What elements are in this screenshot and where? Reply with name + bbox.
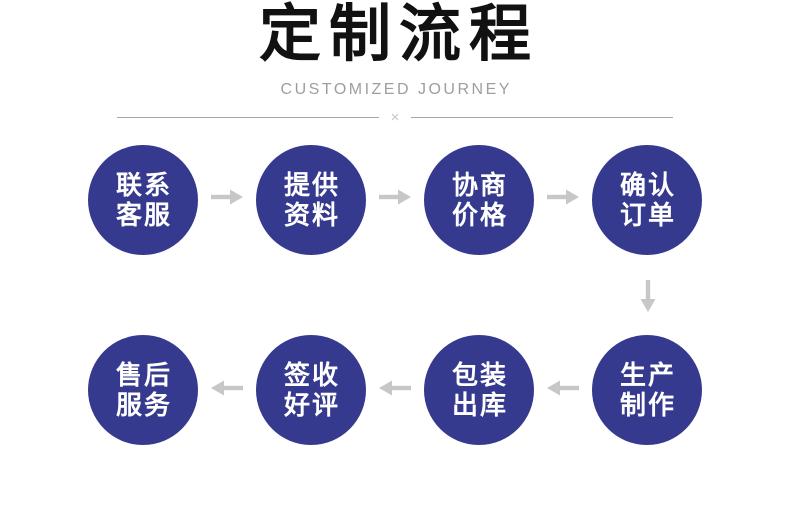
arrow-left-icon <box>211 380 243 396</box>
step-circle-production: 生产 制作 <box>592 335 702 445</box>
arrow-left-icon <box>379 380 411 396</box>
arrow-left-icon <box>547 380 579 396</box>
step-circle-pack-and-ship: 包装 出库 <box>424 335 534 445</box>
divider-line-right <box>411 117 674 118</box>
step-circle-contact-service: 联系 客服 <box>88 145 198 255</box>
step-label-contact-service: 联系 客服 <box>115 170 172 230</box>
step-label-confirm-order: 确认 订单 <box>619 170 676 230</box>
arrow-down-icon <box>640 280 656 312</box>
step-circle-provide-materials: 提供 资料 <box>256 145 366 255</box>
arrow-right-icon <box>379 189 411 205</box>
step-label-negotiate-price: 协商 价格 <box>451 170 508 230</box>
step-circle-negotiate-price: 协商 价格 <box>424 145 534 255</box>
divider: × <box>117 109 674 126</box>
step-label-pack-and-ship: 包装 出库 <box>451 360 508 420</box>
header: 定制流程 CUSTOMIZED JOURNEY × <box>0 0 790 125</box>
divider-line-left <box>117 117 379 118</box>
arrow-right-icon <box>547 189 579 205</box>
step-label-provide-materials: 提供 资料 <box>283 170 340 230</box>
step-label-production: 生产 制作 <box>619 360 676 420</box>
divider-cross-icon: × <box>390 109 400 126</box>
step-circle-after-sales-service: 售后 服务 <box>88 335 198 445</box>
step-circle-sign-and-review: 签收 好评 <box>256 335 366 445</box>
step-label-after-sales-service: 售后 服务 <box>115 360 172 420</box>
arrow-right-icon <box>211 189 243 205</box>
page-subtitle: CUSTOMIZED JOURNEY <box>280 81 512 98</box>
step-circle-confirm-order: 确认 订单 <box>592 145 702 255</box>
step-label-sign-and-review: 签收 好评 <box>283 360 340 420</box>
page-title: 定制流程 <box>258 0 539 69</box>
